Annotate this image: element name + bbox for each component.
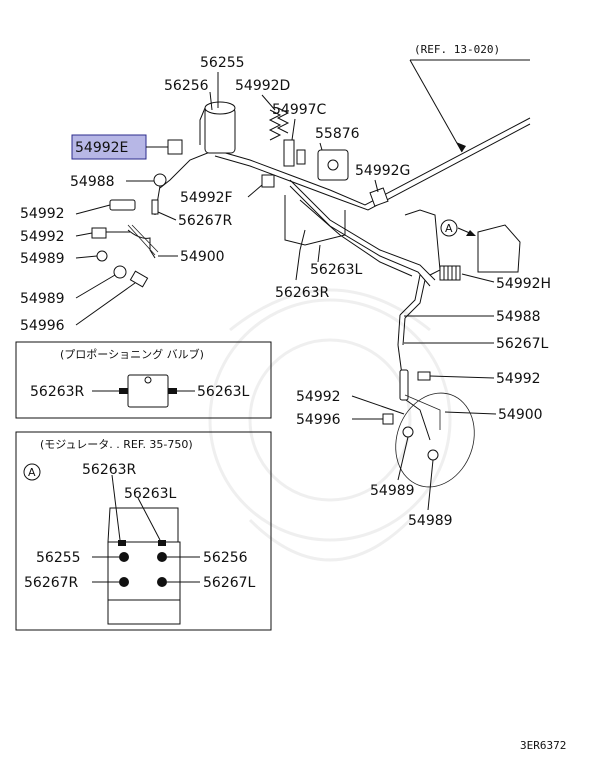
marker-a: A [440, 219, 476, 237]
label-56267R: 56267R [178, 213, 233, 229]
label-54992D: 54992D [235, 78, 290, 94]
port-br [157, 577, 167, 587]
label-54988-top: 54988 [70, 174, 115, 190]
modulator-box: (モジュレータ. . REF. 35-750) A 56263R 56263L … [15, 431, 272, 631]
proportioning-valve-box: (プロポーショニング バルブ) 56263R 56263L [15, 341, 272, 419]
label-54996-b: 54996 [296, 412, 341, 428]
clip-54992H [439, 265, 461, 281]
modulator-label-mr: 56256 [203, 550, 248, 566]
label-54988-right: 54988 [496, 309, 541, 325]
ref-label-main: (REF. 13-020) [414, 43, 500, 56]
label-54989-c: 54989 [370, 483, 415, 499]
springs-54992D [268, 107, 290, 141]
label-54900-b: 54900 [498, 407, 543, 423]
port-top-right [158, 540, 166, 546]
label-56256: 56256 [164, 78, 209, 94]
label-54900-a: 54900 [180, 249, 225, 265]
joint-55876 [317, 149, 349, 181]
modulator-marker-a: A [28, 466, 36, 479]
modulator-block [107, 541, 181, 601]
valve-label-left: 56263R [30, 384, 85, 400]
label-56263L: 56263L [310, 262, 363, 278]
clip-54992F [261, 174, 275, 188]
bolts-54997C [283, 139, 306, 167]
label-54996-a: 54996 [20, 318, 65, 334]
part-callouts: 56255 56256 54992D 54997C 55876 54992E 5… [20, 55, 551, 529]
brake-line-bundle [159, 107, 531, 346]
modulator-box-title: (モジュレータ. . REF. 35-750) [40, 438, 193, 451]
label-54992-a: 54992 [20, 206, 65, 222]
label-54989-a: 54989 [20, 251, 65, 267]
label-56255: 56255 [200, 55, 245, 71]
label-54992E[interactable]: 54992E [75, 140, 128, 156]
label-54992-c: 54992 [496, 371, 541, 387]
clip-54992G [369, 187, 389, 207]
diagram-code: 3ER6372 [520, 739, 566, 752]
label-54992H: 54992H [496, 276, 551, 292]
ref-arrow [456, 142, 466, 152]
label-54992G: 54992G [355, 163, 410, 179]
clip-54992E [167, 139, 183, 155]
label-54992-b: 54992 [20, 229, 65, 245]
label-54992F: 54992F [180, 190, 233, 206]
port-mr [157, 552, 167, 562]
valve-box-title: (プロポーショニング バルブ) [60, 347, 204, 361]
label-55876: 55876 [315, 126, 360, 142]
modulator-label-br: 56267L [203, 575, 256, 591]
modulator-label-top1: 56263R [82, 462, 137, 478]
label-56263R: 56263R [275, 285, 330, 301]
port-ml [119, 552, 129, 562]
label-54989-b: 54989 [20, 291, 65, 307]
bracket-A [477, 224, 521, 273]
left-brake-hose [91, 199, 159, 288]
ref-leader [409, 59, 463, 153]
modulator-base [107, 599, 181, 625]
label-54989-d: 54989 [408, 513, 453, 529]
hose-56267R [151, 199, 159, 215]
modulator-label-top2: 56263L [124, 486, 177, 502]
watermark-emblem [208, 288, 452, 562]
port-bl [119, 577, 129, 587]
label-54997C: 54997C [272, 102, 327, 118]
valve-label-right: 56263L [197, 384, 250, 400]
port-top-left [118, 540, 126, 546]
label-56267L: 56267L [496, 336, 549, 352]
valve-port-right [168, 388, 177, 394]
modulator-label-bl: 56267R [24, 575, 79, 591]
abs-modulator-unit [204, 101, 236, 154]
modulator-label-ml: 56255 [36, 550, 81, 566]
valve-port-left [119, 388, 128, 394]
leader-56263R [295, 229, 306, 281]
label-54992-d: 54992 [296, 389, 341, 405]
marker-a-letter: A [445, 222, 453, 235]
